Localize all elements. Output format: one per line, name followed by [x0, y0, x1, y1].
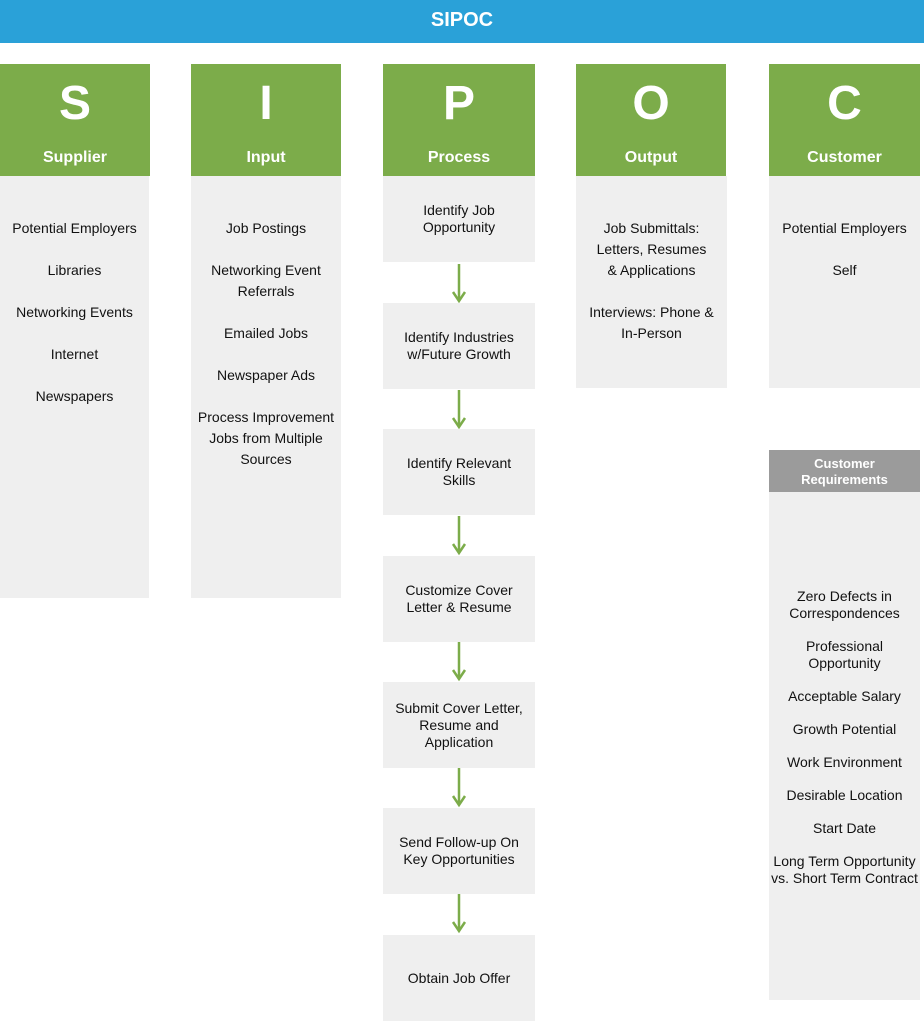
input-item: Networking Event Referrals — [211, 262, 321, 299]
requirement-item: Professional Opportunity — [805, 638, 884, 671]
customer-item: Potential Employers — [782, 220, 907, 236]
requirement-item: Long Term Opportunity vs. Short Term Con… — [771, 853, 918, 886]
output-list: Job Submittals: Letters, Resumes & Appli… — [576, 176, 727, 388]
supplier-letter: S — [58, 77, 91, 130]
customer-requirements-header: Customer Requirements — [769, 450, 920, 492]
input-column: I Input Job Postings Networking Event Re… — [191, 64, 341, 598]
requirement-item: Desirable Location — [786, 787, 903, 803]
customer-requirements-list: Zero Defects in Correspondences Professi… — [769, 492, 920, 1000]
supplier-item: Networking Events — [16, 304, 133, 320]
process-step: Identify Industries w/Future Growth — [383, 303, 535, 389]
output-column: O Output Job Submittals: Letters, Resume… — [576, 64, 727, 388]
input-item: Newspaper Ads — [216, 367, 316, 383]
sipoc-title-banner: SIPOC — [0, 0, 924, 43]
process-step-label: Submit Cover Letter, Resume and Applicat… — [395, 699, 523, 750]
process-step: Submit Cover Letter, Resume and Applicat… — [383, 682, 535, 768]
input-item: Job Postings — [225, 220, 307, 236]
down-arrow-icon — [451, 642, 467, 682]
requirement-item: Work Environment — [787, 754, 902, 770]
process-step-label: Obtain Job Offer — [407, 969, 511, 986]
customer-letter: C — [827, 77, 862, 130]
customer-column: C Customer Potential Employers Self — [769, 64, 920, 388]
output-item: Interviews: Phone & In-Person — [589, 304, 714, 341]
customer-item: Self — [832, 262, 857, 278]
down-arrow-icon — [451, 516, 467, 556]
output-letter: O — [632, 77, 670, 130]
customer-title: Customer — [807, 149, 882, 166]
output-item: Job Submittals: Letters, Resumes & Appli… — [596, 220, 707, 278]
process-step-label: Identify Industries w/Future Growth — [404, 329, 514, 362]
input-letter: I — [259, 77, 273, 130]
supplier-title: Supplier — [42, 149, 107, 166]
supplier-item: Newspapers — [35, 388, 114, 404]
output-title: Output — [624, 149, 678, 166]
input-item: Emailed Jobs — [223, 325, 309, 341]
input-header: I Input — [191, 64, 341, 176]
supplier-column: S Supplier Potential Employers Libraries… — [0, 64, 150, 598]
requirement-item: Acceptable Salary — [788, 688, 901, 704]
requirement-item: Zero Defects in Correspondences — [789, 588, 900, 621]
customer-list: Potential Employers Self — [769, 176, 920, 388]
process-step-label: Send Follow-up On Key Opportunities — [399, 834, 519, 867]
process-step: Obtain Job Offer — [383, 935, 535, 1021]
process-column: P Process — [383, 64, 535, 176]
process-step: Customize Cover Letter & Resume — [383, 556, 535, 642]
down-arrow-icon — [451, 264, 467, 304]
supplier-header: S Supplier — [0, 64, 150, 176]
process-step: Send Follow-up On Key Opportunities — [383, 808, 535, 894]
process-step-label: Identify Relevant Skills — [406, 455, 512, 488]
down-arrow-icon — [451, 894, 467, 934]
process-letter: P — [442, 77, 475, 130]
down-arrow-icon — [451, 768, 467, 808]
input-list: Job Postings Networking Event Referrals … — [191, 176, 341, 598]
output-header: O Output — [576, 64, 726, 176]
supplier-list: Potential Employers Libraries Networking… — [0, 176, 149, 598]
process-step: Identify Job Opportunity — [383, 176, 535, 262]
supplier-item: Potential Employers — [12, 220, 137, 236]
supplier-item: Internet — [50, 346, 99, 362]
requirement-item: Start Date — [812, 820, 877, 836]
input-item: Process Improvement Jobs from Multiple S… — [197, 409, 335, 467]
process-step: Identify Relevant Skills — [383, 429, 535, 515]
process-step-label: Identify Job Opportunity — [422, 202, 496, 235]
requirement-item: Growth Potential — [792, 721, 897, 737]
supplier-item: Libraries — [47, 262, 102, 278]
down-arrow-icon — [451, 390, 467, 430]
customer-header: C Customer — [769, 64, 920, 176]
process-header: P Process — [383, 64, 535, 176]
process-step-label: Customize Cover Letter & Resume — [405, 582, 513, 615]
input-title: Input — [246, 149, 286, 166]
process-title: Process — [427, 149, 491, 166]
